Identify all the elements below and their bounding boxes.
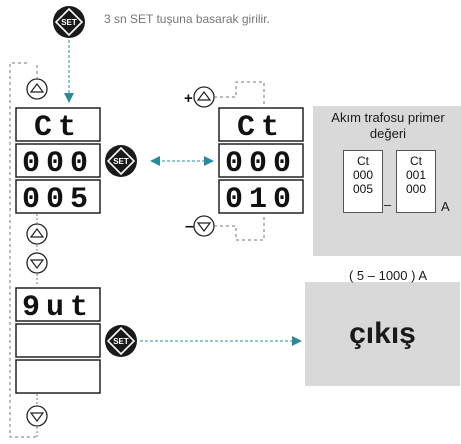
info-box-min: Ct 000 005 xyxy=(343,150,383,213)
display-main-mid: 000 xyxy=(15,143,101,181)
plus-loop xyxy=(214,81,265,108)
up-button-stack[interactable] xyxy=(26,223,48,245)
info-title: Akım trafosu primer değeri xyxy=(313,110,461,142)
info-box-max: Ct 001 000 xyxy=(396,150,436,213)
range-label: ( 5 – 1000 ) A xyxy=(348,268,428,283)
minus-button[interactable] xyxy=(193,215,215,237)
display-main-ct: Ct xyxy=(15,107,101,145)
display-main-mid-text: 000 xyxy=(22,147,94,181)
display-out-text: 9ut xyxy=(22,291,94,325)
display-out-blank-2 xyxy=(15,359,101,394)
set-button-top[interactable]: SET xyxy=(53,6,85,38)
loop-line-left xyxy=(9,62,36,438)
info-dash: – xyxy=(384,197,392,212)
info-title-line1: Akım trafosu primer xyxy=(331,110,445,125)
exit-label: çıkış xyxy=(349,317,416,350)
info-panel xyxy=(313,106,461,256)
exit-panel xyxy=(305,282,460,386)
set-button-middle[interactable]: SET xyxy=(105,145,137,177)
display-main-low-text: 005 xyxy=(22,183,94,217)
minus-loop xyxy=(214,213,265,241)
set-button-label: SET xyxy=(61,18,77,27)
up-button-left[interactable] xyxy=(26,78,48,100)
display-main-low: 005 xyxy=(15,179,101,217)
info-box-min-line1: Ct xyxy=(357,154,369,168)
down-button-stack[interactable] xyxy=(26,252,48,274)
display-edit-mid-text: 000 xyxy=(225,147,297,181)
display-out-blank-1 xyxy=(15,323,101,358)
down-button-bottom[interactable] xyxy=(26,405,48,427)
display-main-ct-text: Ct xyxy=(34,111,82,145)
display-edit-low-text: 010 xyxy=(225,183,297,217)
info-box-min-line2: 000 xyxy=(352,168,374,182)
display-out: 9ut xyxy=(15,287,101,325)
minus-sign: – xyxy=(185,218,194,235)
enter-hint: 3 sn SET tuşuna basarak girilir. xyxy=(104,12,270,26)
set-button-bottom-label: SET xyxy=(113,337,129,346)
set-button-bottom[interactable]: SET xyxy=(105,325,137,357)
set-button-middle-label: SET xyxy=(113,157,129,166)
display-edit-ct: Ct xyxy=(218,107,304,145)
display-edit-mid: 000 xyxy=(218,143,304,181)
info-unit: A xyxy=(441,199,450,214)
info-box-min-line3: 005 xyxy=(352,182,374,196)
info-box-max-line3: 000 xyxy=(405,182,427,196)
display-edit-low: 010 xyxy=(218,179,304,217)
plus-button[interactable] xyxy=(193,86,215,108)
plus-sign: + xyxy=(184,90,193,107)
display-edit-ct-text: Ct xyxy=(237,111,285,145)
info-box-max-line1: Ct xyxy=(410,154,422,168)
info-box-max-line2: 001 xyxy=(405,168,427,182)
info-title-line2: değeri xyxy=(369,126,407,141)
